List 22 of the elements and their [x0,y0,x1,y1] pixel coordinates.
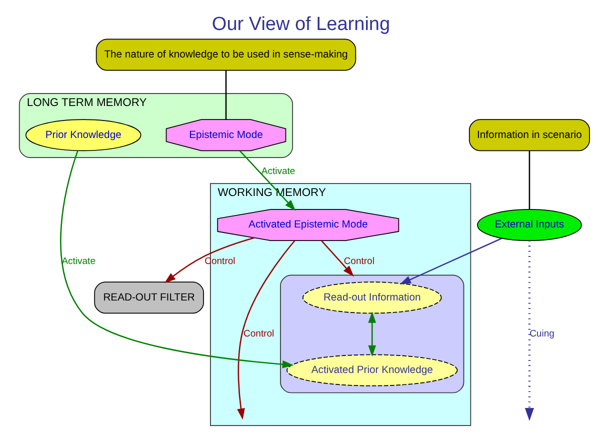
node-box: READ-OUT FILTER [94,282,204,314]
node-ellipse: Activated Prior Knowledge [286,354,458,386]
arrow [164,237,254,284]
arrow [400,238,502,284]
node-ellipse: Prior Knowledge [25,119,142,152]
arrow [368,312,376,357]
connector [528,150,530,210]
arrow [239,150,296,211]
node-ellipse: Read-out Information [302,282,442,314]
edge-label: Control [344,256,374,267]
node-box: The nature of knowledge to be used in sense-making [96,38,356,71]
arrow [524,240,534,421]
connector [225,70,227,120]
arrow [60,150,294,368]
diagram-title: Our View of Learning [212,14,390,36]
arrow [321,240,354,277]
edge-label: Activate [261,166,296,177]
node-box: Information in scenario [468,119,590,152]
node-ellipse: External Inputs [477,209,582,242]
edge-label: Cuing [530,328,554,340]
edge-label: Control [244,328,274,340]
arrow [237,240,296,420]
